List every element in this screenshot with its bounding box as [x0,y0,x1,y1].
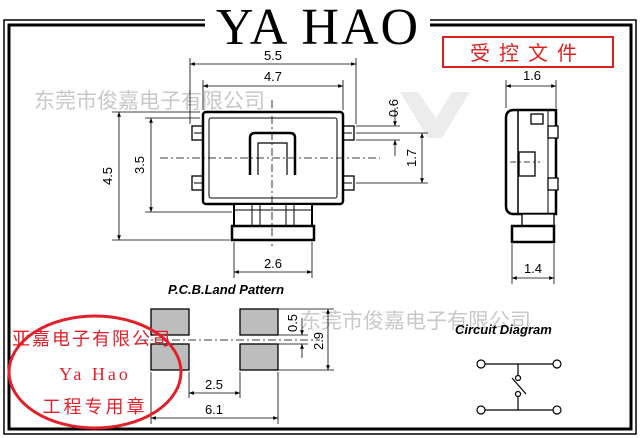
pcb-pad [150,308,190,336]
dim-overall-width: 5.5 [264,48,282,63]
engineering-seal: 亚嘉电子有限公司 Ya Hao 工程专用章 [7,314,183,430]
circuit-terminal [476,405,486,415]
dim-actuator-width: 2.6 [264,256,282,271]
circuit-terminal [476,359,486,369]
dim-actuator-depth: 1.4 [524,261,542,276]
pcb-land-pattern-title: P.C.B.Land Pattern [168,282,284,297]
top-view-dimensions [112,58,428,278]
seal-purpose: 工程专用章 [43,397,148,417]
pcb-dimensions [140,308,334,424]
seal-company: 亚嘉电子有限公司 [12,329,172,349]
circuit-terminal [552,405,562,415]
dim-body-height: 3.5 [132,156,147,174]
circuit-diagram [476,359,562,415]
watermark-logo [400,92,470,138]
pcb-pad [239,308,279,336]
circuit-terminal [552,359,562,369]
side-view-dimensions [505,80,557,284]
pcb-pads [150,308,279,371]
dim-pad-height: 0.5 [285,314,300,332]
controlled-doc-label: 受控文件 [470,42,586,65]
watermark-mid: 东莞市俊嘉电子有限公司 [300,310,531,333]
pcb-pad [239,343,279,371]
pcb-dimension-labels: 0.5 2.9 2.5 6.1 [205,314,326,417]
title-mask [205,2,430,50]
circuit-diagram-title: Circuit Diagram [455,322,552,337]
side-view-dimension-labels: 1.6 1.4 [523,68,542,276]
dim-terminal-pitch: 1.7 [404,149,419,167]
dim-depth: 1.6 [523,68,541,83]
dim-body-width: 4.7 [264,69,282,84]
brand-title: YA HAO [216,0,420,56]
dim-pad-span: 2.9 [311,332,326,350]
watermark-top: 东莞市俊嘉电子有限公司 [34,90,265,113]
controlled-doc-stamp: 受控文件 [442,36,614,68]
dim-outer-span: 6.1 [205,402,223,417]
switch-side-view [504,108,559,244]
dim-overall-height: 4.5 [100,167,115,185]
top-view-dimension-labels: 5.5 4.7 4.5 3.5 0.6 1.7 2.6 [100,48,419,271]
dim-inner-gap: 2.5 [205,377,223,392]
switch-top-view [160,100,380,246]
seal-name-en: Ya Hao [59,364,131,384]
dim-terminal-width: 0.6 [386,99,401,117]
